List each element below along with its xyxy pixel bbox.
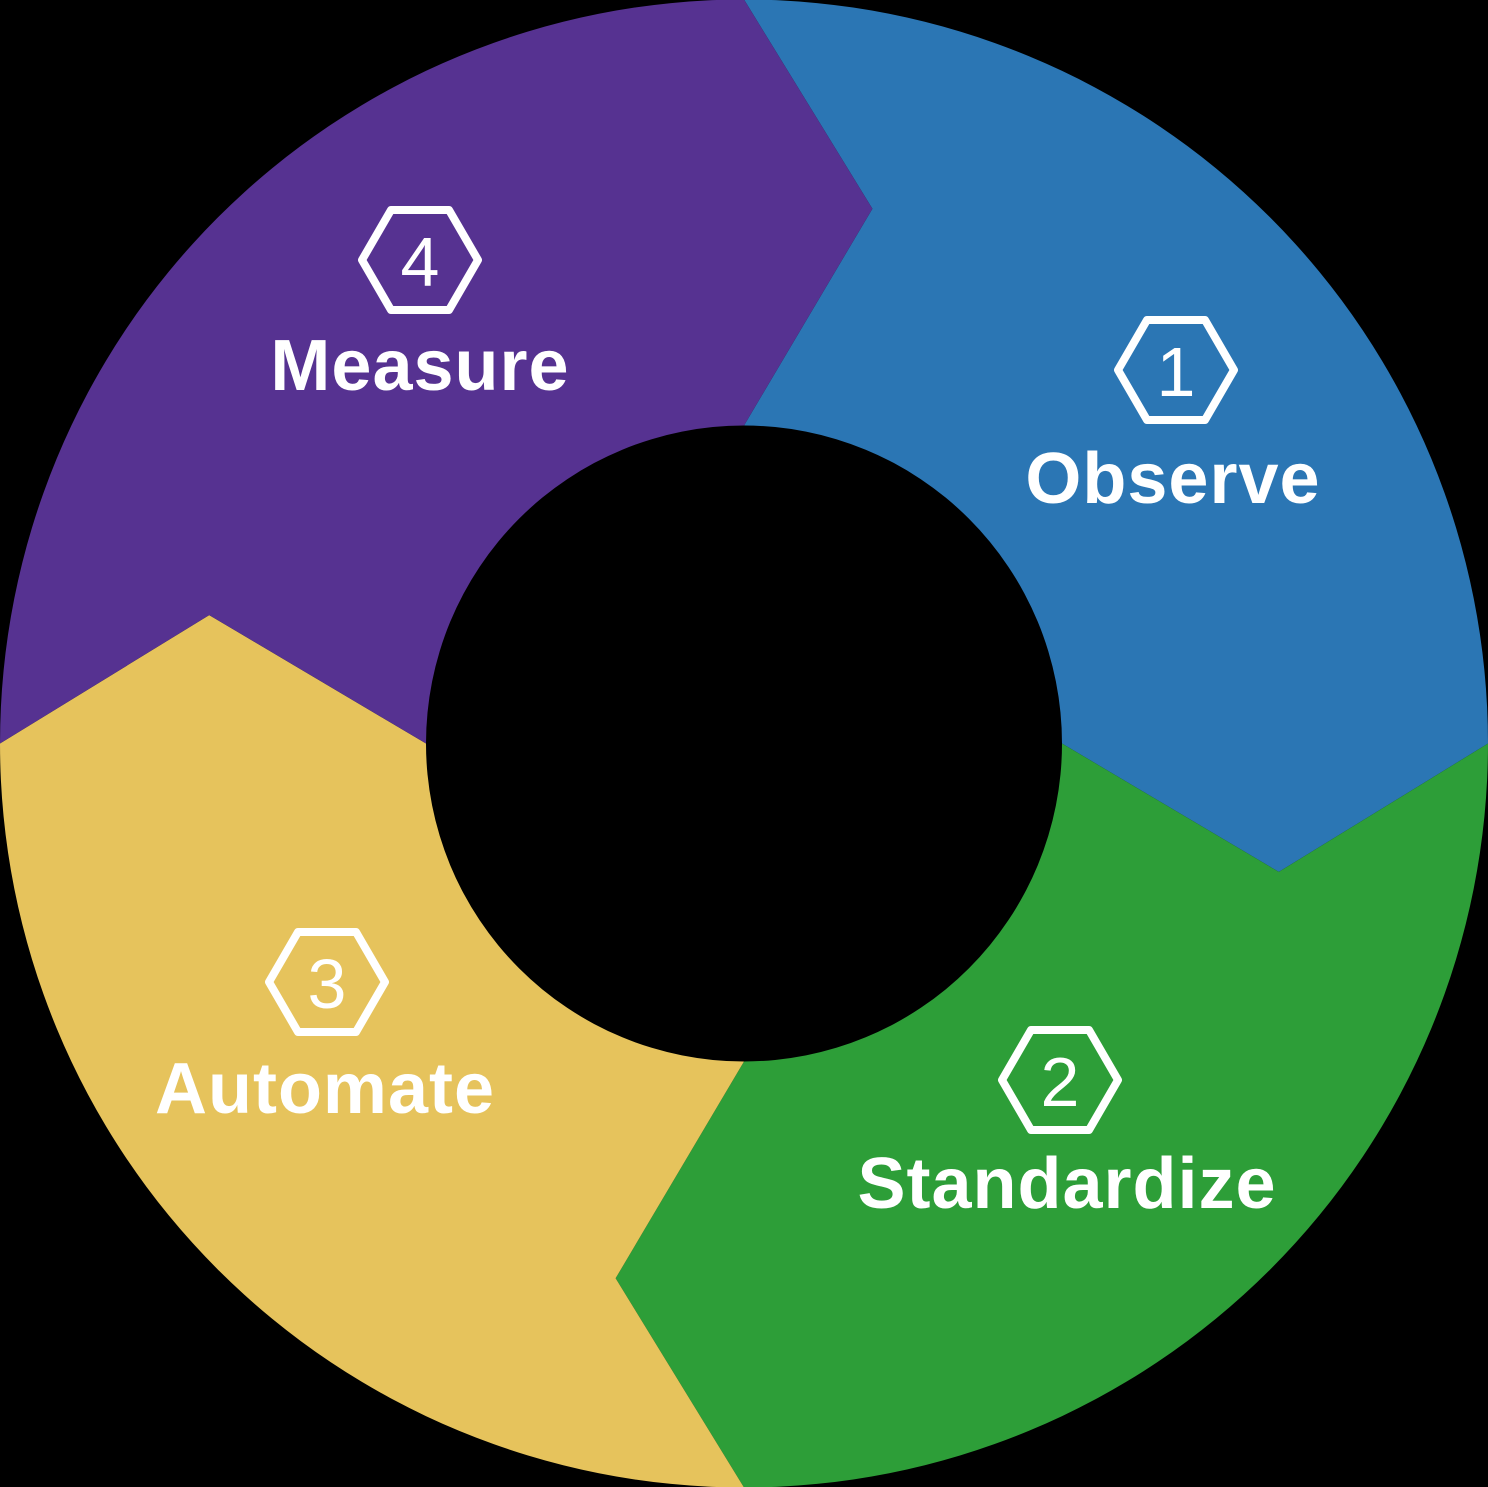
step-2-hexagon-icon xyxy=(998,1026,1122,1134)
segment-standardize-shape xyxy=(615,743,1488,1487)
segment-observe-label: Observe xyxy=(1025,439,1320,519)
step-4-hexagon-icon xyxy=(358,206,482,314)
segment-automate-shape xyxy=(0,615,744,1487)
segment-automate: 3 Automate xyxy=(0,615,744,1487)
segment-automate-label: Automate xyxy=(155,1049,495,1129)
segment-standardize-label: Standardize xyxy=(857,1144,1276,1224)
step-3-number: 3 xyxy=(308,945,347,1023)
segment-measure-shape xyxy=(0,0,873,744)
segment-observe-shape xyxy=(744,0,1488,872)
segment-measure: 4 Measure xyxy=(0,0,873,744)
segment-measure-label: Measure xyxy=(270,326,569,406)
step-1-number: 1 xyxy=(1157,333,1196,411)
segment-observe: 1 Observe xyxy=(744,0,1488,872)
step-1-hexagon-icon xyxy=(1114,316,1238,424)
step-4-number: 4 xyxy=(401,223,440,301)
step-3-hexagon-icon xyxy=(265,928,389,1036)
step-2-number: 2 xyxy=(1041,1043,1080,1121)
segment-standardize: 2 Standardize xyxy=(615,743,1488,1487)
